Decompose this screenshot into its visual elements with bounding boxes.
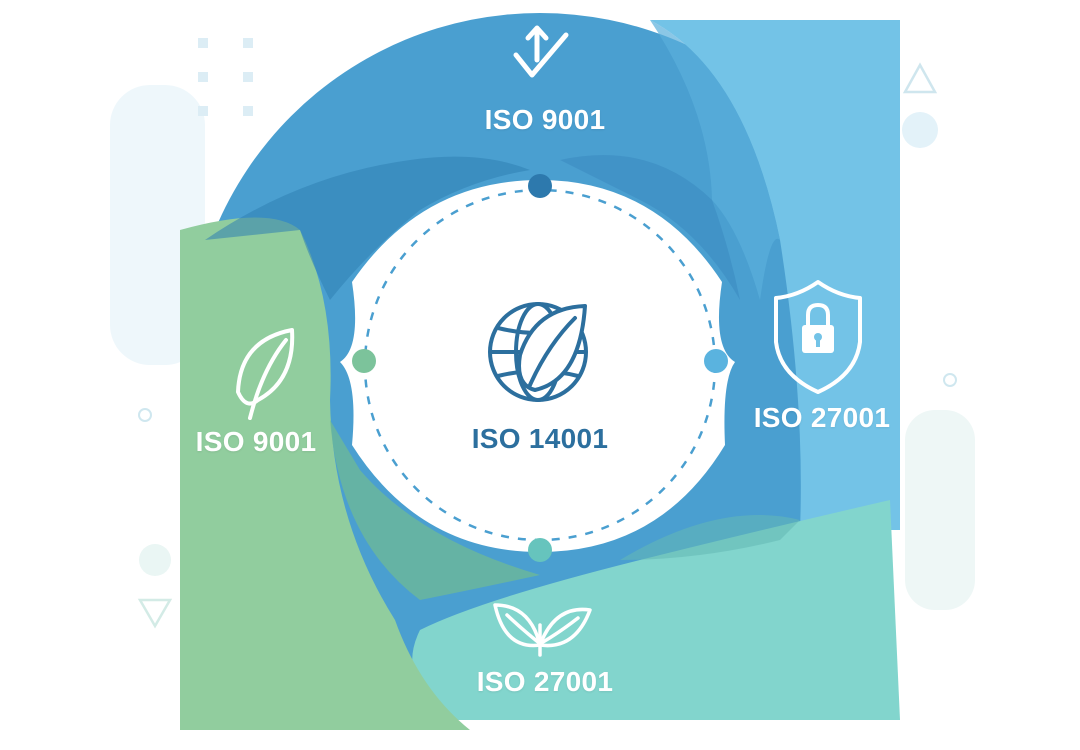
cycle-ring xyxy=(180,13,900,730)
segment-bottom xyxy=(412,500,900,720)
leaf-icon xyxy=(236,328,295,420)
segment-left xyxy=(180,217,470,730)
connector-dots xyxy=(352,174,728,562)
segment-right xyxy=(650,20,900,530)
center-label: ISO 14001 xyxy=(471,423,609,454)
segment-right-label: ISO 27001 xyxy=(753,402,891,433)
segment-bottom-label: ISO 27001 xyxy=(476,666,614,697)
segment-top-label: ISO 9001 xyxy=(484,104,606,135)
sprout-icon xyxy=(493,603,592,657)
globe-leaf-icon xyxy=(488,302,588,402)
segment-left-label: ISO 9001 xyxy=(195,426,317,457)
shield-lock-icon xyxy=(774,280,862,394)
check-arrow-icon xyxy=(513,25,569,78)
